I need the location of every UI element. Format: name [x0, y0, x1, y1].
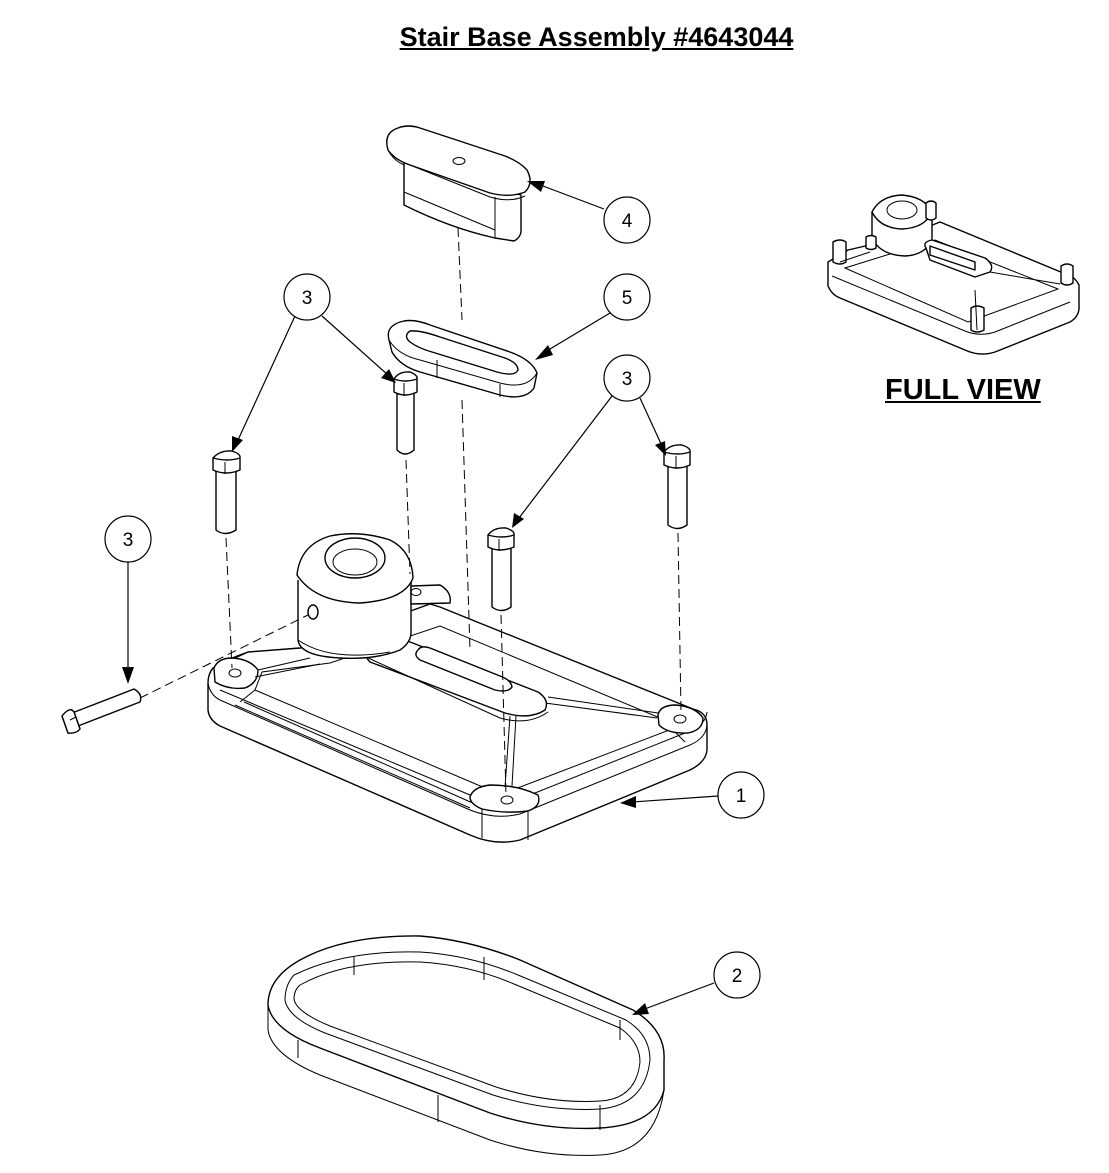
part-3-pin-d [663, 444, 691, 530]
part-3-pin-e [61, 688, 142, 734]
callout-3-b: 3 [603, 354, 651, 402]
callout-5: 5 [603, 273, 651, 321]
part-2-gasket [267, 935, 665, 1156]
part-4-pad [386, 125, 531, 242]
part-3-pin-c [487, 527, 515, 612]
leader-lines [122, 181, 719, 1015]
part-5-spacer [387, 319, 538, 398]
full-view-label: FULL VIEW [885, 374, 1041, 406]
assembly-centerlines [139, 227, 682, 796]
diagram-title: Stair Base Assembly #4643044 [399, 22, 794, 52]
callout-2-label: 2 [732, 966, 743, 987]
callout-4-label: 4 [622, 211, 633, 232]
callout-3-c: 3 [104, 515, 152, 563]
callout-3-b-label: 3 [622, 369, 633, 390]
callout-1-label: 1 [736, 786, 747, 807]
callout-3-a: 3 [283, 273, 331, 321]
full-view-thumbnail [827, 194, 1080, 355]
part-3-pin-a [212, 450, 241, 535]
callout-4: 4 [603, 196, 651, 244]
part-1-base [207, 533, 708, 843]
part-3-pin-b [393, 371, 418, 455]
callout-2: 2 [713, 951, 761, 999]
callout-5-label: 5 [622, 288, 633, 309]
callout-3-c-label: 3 [123, 530, 134, 551]
callout-3-a-label: 3 [302, 288, 313, 309]
callout-1: 1 [717, 771, 765, 819]
